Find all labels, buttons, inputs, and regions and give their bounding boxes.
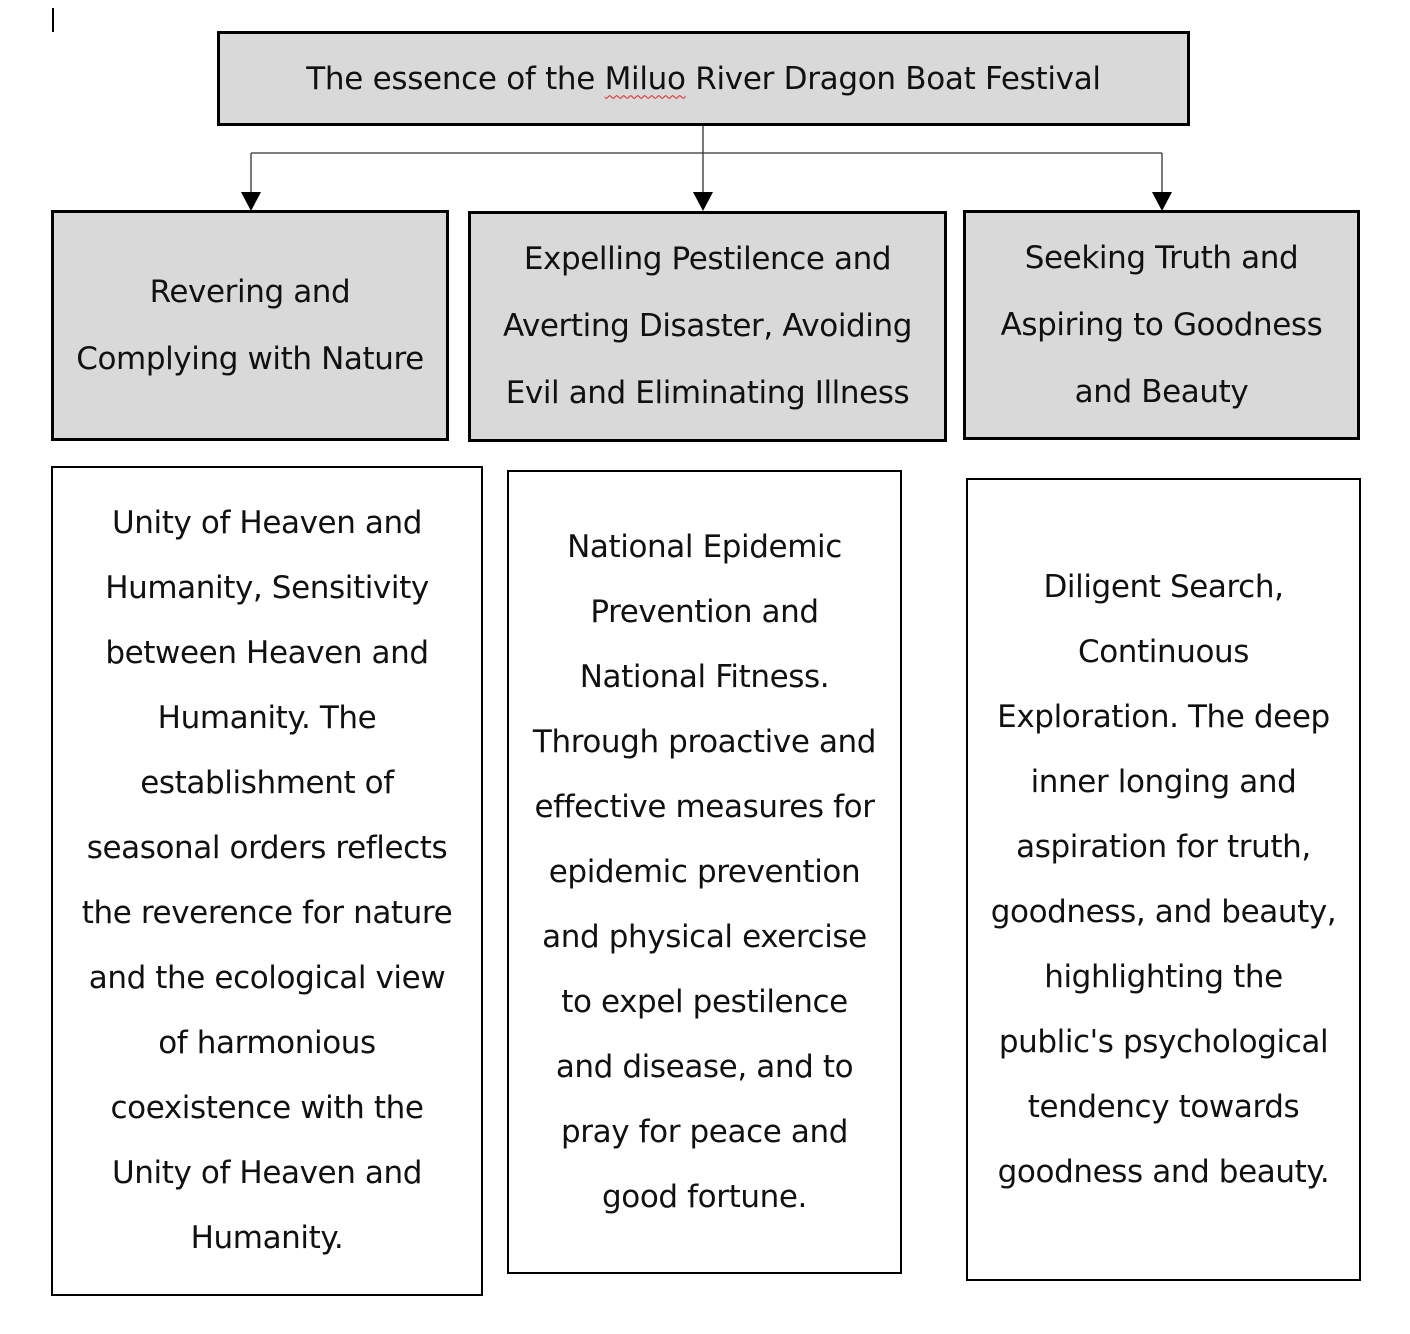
category-node-pestilence: Expelling Pestilence and Averting Disast… [468,211,947,442]
description-line: epidemic prevention [548,853,861,890]
arrowhead-icon [1152,192,1172,211]
description-line: pray for peace and [561,1113,848,1150]
description-line: Diligent Search, [1043,568,1284,605]
description-line: between Heaven and [105,635,429,671]
description-line: goodness and beauty. [997,1153,1330,1190]
category-heading-line: Revering and [149,273,351,310]
description-line: Exploration. The deep [997,698,1330,735]
description-line: good fortune. [602,1178,807,1215]
description-line: Prevention and [590,593,819,630]
description-line: inner longing and [1030,763,1297,800]
description-line: National Epidemic [567,528,842,565]
root-node-title: The essence of the Miluo River Dragon Bo… [306,60,1101,97]
description-line: the reverence for nature [81,895,453,931]
description-line: public's psychological [998,1023,1329,1060]
arrowhead-icon [241,192,261,211]
description-box-nature: Unity of Heaven and Humanity, Sensitivit… [51,466,483,1296]
description-line: Through proactive and [532,723,877,760]
description-line: effective measures for [534,788,875,825]
description-box-pestilence: National Epidemic Prevention and Nationa… [507,470,902,1274]
description-line: Humanity. [190,1220,344,1256]
description-line: Unity of Heaven and [111,505,423,541]
description-line: Unity of Heaven and [111,1155,423,1191]
description-line: National Fitness. [579,658,830,695]
category-heading-line: Complying with Nature [76,340,424,377]
spellcheck-flagged-word: Miluo [604,60,686,97]
title-prefix: The essence of the [306,60,605,97]
description-box-truth: Diligent Search, Continuous Exploration.… [966,478,1361,1281]
category-node-nature: Revering and Complying with Nature [51,210,449,441]
description-line: Continuous [1077,633,1250,670]
category-heading-line: Evil and Eliminating Illness [505,375,910,411]
description-line: Humanity, Sensitivity [105,570,429,606]
description-line: coexistence with the [110,1090,424,1126]
description-line: of harmonious [158,1025,376,1061]
category-heading-line: Expelling Pestilence and [523,241,892,277]
root-node: The essence of the Miluo River Dragon Bo… [217,31,1190,126]
category-heading-line: Averting Disaster, Avoiding [502,308,913,344]
description-line: Humanity. The [157,700,377,736]
description-line: seasonal orders reflects [86,830,448,866]
description-line: to expel pestilence [561,983,848,1020]
category-heading-line: and Beauty [1074,373,1249,410]
category-heading-line: Seeking Truth and [1024,239,1299,276]
category-node-truth: Seeking Truth and Aspiring to Goodness a… [963,210,1360,440]
description-line: aspiration for truth, [1016,828,1311,865]
description-line: and the ecological view [88,960,446,996]
description-line: highlighting the [1044,958,1283,995]
description-line: goodness, and beauty, [990,893,1337,930]
description-line: and disease, and to [555,1048,854,1085]
arrowhead-icon [693,192,713,211]
title-suffix: River Dragon Boat Festival [685,60,1101,97]
category-heading-line: Aspiring to Goodness [1000,306,1323,343]
description-line: tendency towards [1027,1088,1300,1125]
description-line: and physical exercise [542,918,867,955]
description-line: establishment of [140,765,394,801]
text-cursor [52,8,54,32]
